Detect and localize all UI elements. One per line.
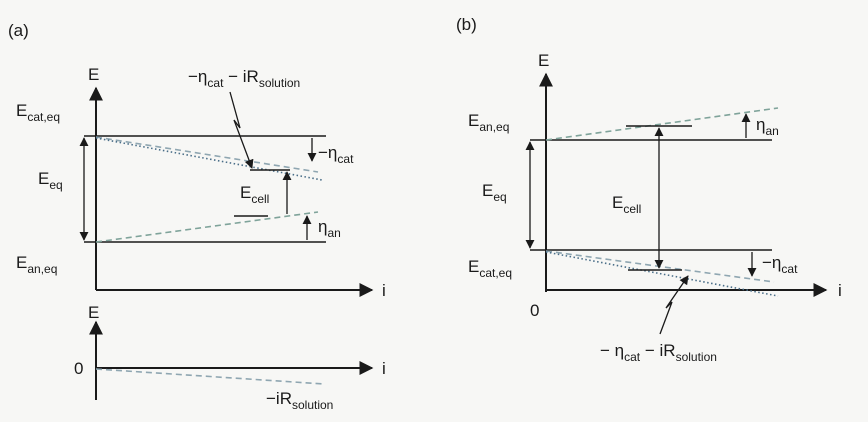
panel-b-tag: (b) [456,15,477,34]
panel-b-eta-cat-label: −ηcat [762,253,798,276]
panel-b-e-axis-label: E [538,51,549,70]
panel-a-tag: (a) [8,21,29,40]
panel-a-cathode-ohmic-curve [95,137,323,181]
panel-a-e-an-eq-label: Ean,eq [16,253,57,276]
panel-a-cathode-overpotential-curve [95,136,319,173]
panel-b-e-eq-label: Eeq [482,181,507,204]
panel-a-sub-ir-curve [95,368,325,385]
panel-b-ohmic-label: − ηcat − iRsolution [600,341,717,364]
panel-a-anode-overpotential-curve [95,211,319,243]
panel-b: (b) E i 0 Ean,eq Eeq Ecat,eq Ecell ηan −… [456,15,842,364]
panel-b-eta-an-label: ηan [756,115,779,138]
panel-a-eta-an-label: ηan [318,217,341,240]
panel-a-sub-i-axis-label: i [382,359,386,378]
panel-b-anode-overpotential-curve [545,107,779,141]
panel-a-e-cell-label: Ecell [240,183,269,206]
panel-b-zero-label: 0 [530,301,539,320]
panel-b-cathode-ohmic-curve [545,251,779,297]
panel-a-sub-e-axis-label: E [88,303,99,322]
panel-b-cathode-overpotential-curve [545,250,775,283]
panel-a: (a) E i Ecat,eq Eeq Ean,eq Ecell −ηcat η [8,21,386,412]
panel-a-e-axis-label: E [88,65,99,84]
panel-a-sub-zero-label: 0 [74,359,83,378]
panel-b-ohmic-leader [659,275,689,335]
panel-b-i-axis-label: i [838,281,842,300]
panel-a-i-axis-label: i [382,281,386,300]
panel-a-sub-ir-label: −iRsolution [266,389,333,412]
panel-a-eta-cat-label: −ηcat [318,143,354,166]
panel-a-e-eq-label: Eeq [38,169,63,192]
panel-a-e-cat-eq-label: Ecat,eq [16,101,60,124]
panel-a-ohmic-leader [229,91,254,169]
panel-b-e-an-eq-label: Ean,eq [468,111,509,134]
panel-b-e-cell-label: Ecell [612,193,641,216]
panel-b-e-cat-eq-label: Ecat,eq [468,257,512,280]
panel-a-ohmic-label: −ηcat − iRsolution [188,67,300,90]
